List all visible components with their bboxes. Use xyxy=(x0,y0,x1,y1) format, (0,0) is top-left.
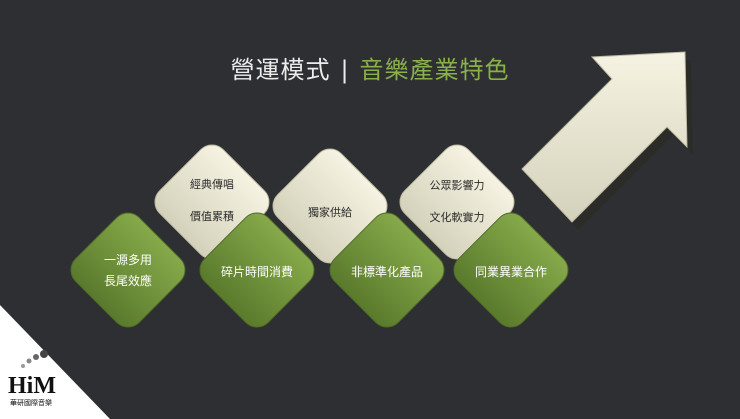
title-separator: | xyxy=(340,56,350,84)
cream-tile-3-line-1: 公眾影響力 xyxy=(430,178,485,192)
green-tile-4: 同業異業合作 xyxy=(453,212,569,328)
green-tile-1-line-1: 一源多用 xyxy=(104,253,152,267)
title-accent: 音樂產業特色 xyxy=(359,56,510,84)
cream-tile-3: 公眾影響力 文化軟實力 xyxy=(399,144,515,260)
cream-tile-2-line-1: 獨家供給 xyxy=(308,205,352,219)
logo-subtitle: 華研國際音樂 xyxy=(10,398,52,407)
green-tile-3: 非標準化產品 xyxy=(329,212,445,328)
cream-tile-1-line-1: 經典傳唱 xyxy=(190,177,234,191)
green-tile-1-line-2: 長尾效應 xyxy=(104,273,152,288)
green-tile-3-line-1: 非標準化產品 xyxy=(351,264,423,279)
logo: HiM 華研國際音樂 xyxy=(0,305,110,419)
cream-tile-3-line-2: 文化軟實力 xyxy=(430,210,485,224)
growth-arrow xyxy=(521,51,693,230)
green-tile-1: 一源多用 長尾效應 xyxy=(70,212,186,328)
page-title: 營運模式 | 音樂產業特色 xyxy=(0,50,740,85)
cream-tile-1-line-2: 價值累積 xyxy=(190,209,234,223)
logo-text: HiM xyxy=(8,373,56,399)
green-tile-4-line-1: 同業異業合作 xyxy=(475,264,547,279)
green-tile-2: 碎片時間消費 xyxy=(199,212,315,328)
title-main: 營運模式 xyxy=(230,56,331,84)
green-tile-2-line-1: 碎片時間消費 xyxy=(221,264,293,279)
logo-dot-icon xyxy=(40,350,48,358)
